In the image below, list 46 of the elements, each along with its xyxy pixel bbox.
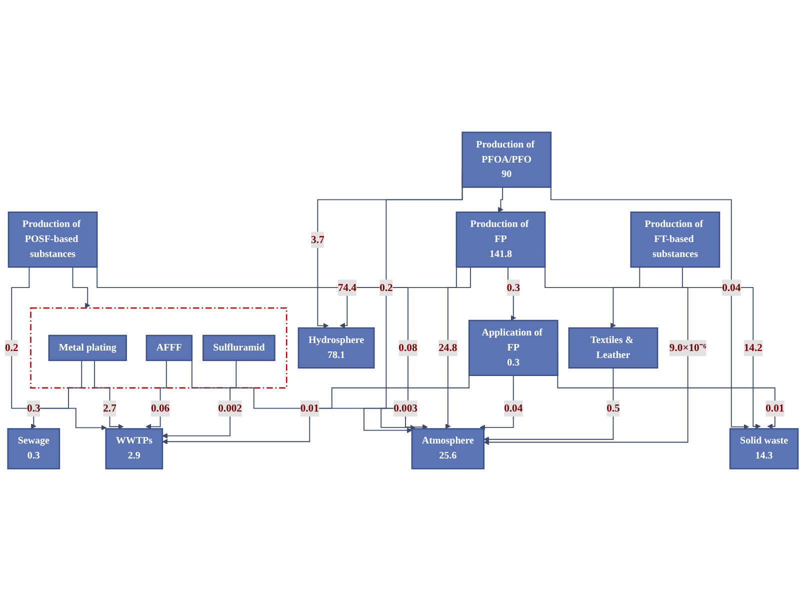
edge-label: 0.01 [300,402,319,414]
node-box: Solid waste 14.3 [729,428,799,470]
arrow [162,360,237,439]
arrow [191,358,428,430]
arrow [445,266,471,429]
edge-label: 14.2 [744,342,762,354]
node-box: Production of POSF-based substances [8,212,98,268]
edge-label: 0.5 [606,402,620,414]
edge-label: 24.8 [438,342,458,354]
cluster [30,307,288,388]
edge-label: 0.2 [4,342,18,354]
node-box: AFFF [146,334,193,362]
edge-label: 0.2 [380,281,393,294]
arrow [484,367,614,442]
arrow [146,360,167,430]
edge-label: 74.4 [338,281,356,294]
arrow [30,360,82,429]
node-box: Atmosphere 25.6 [411,428,484,470]
edge-label: 0.06 [151,402,170,414]
arrow [94,360,124,430]
node-box: Metal plating [48,334,127,362]
edge-label: 0.01 [766,402,784,414]
node-box: Production of PFOA/PFO 90 [462,132,552,188]
node-box: Production of FP 141.8 [456,212,546,268]
arrow [498,186,504,212]
node-box: Application of FP 0.3 [468,320,558,376]
edge-label: 2.7 [103,402,116,414]
arrow [480,374,514,430]
edge-label: 3.7 [311,234,324,246]
node-box: Production of FT-based substances [630,212,720,268]
node-box: Hydrosphere 78.1 [298,327,375,369]
node-box: Sulfluramid [202,334,276,362]
edge-label: 0.08 [398,342,418,354]
edge-label: 9.0×10⁻⁶ [669,342,706,354]
edge-label: 0.3 [27,402,40,414]
arrow [11,266,107,430]
node-box: Sewage 0.3 [7,428,60,470]
edge-label: 0.002 [218,402,242,414]
node-box: Textiles & Leather [568,327,658,369]
arrow [72,266,90,308]
edge-label: 0.04 [504,402,523,414]
node-box: WWTPs 2.9 [105,428,164,470]
arrow [610,266,640,328]
edge-label: 0.04 [722,281,741,294]
edge-label: 0.003 [394,402,418,414]
edge-label: 0.3 [506,281,520,294]
